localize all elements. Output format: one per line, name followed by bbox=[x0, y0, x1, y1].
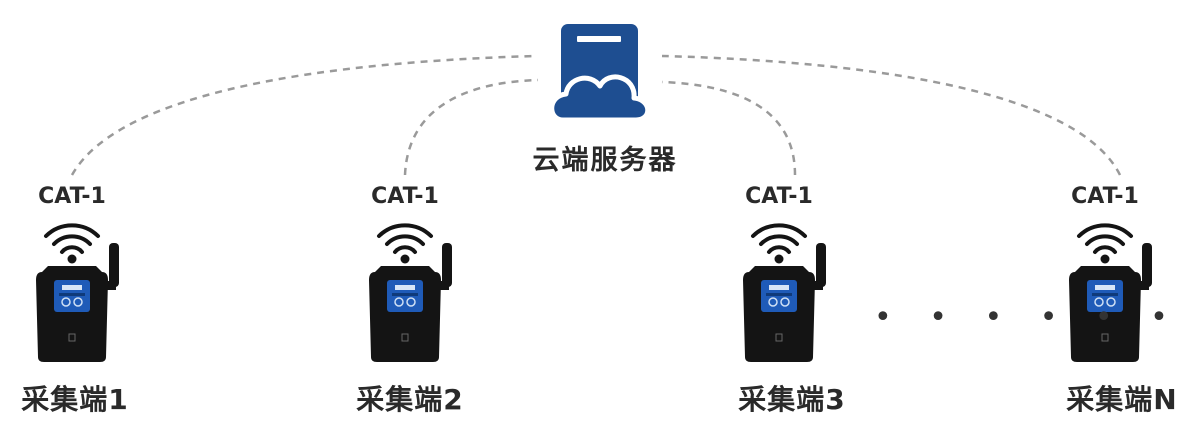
network-label-1: CAT-1 bbox=[38, 184, 106, 209]
network-label-2: CAT-1 bbox=[371, 184, 439, 209]
network-label-4: CAT-1 bbox=[1071, 184, 1139, 209]
more-devices-ellipsis: • • • • • • bbox=[874, 300, 1182, 335]
device-label-2: 采集端2 bbox=[356, 383, 464, 416]
device-label-3: 采集端3 bbox=[738, 383, 846, 416]
device-4 bbox=[1067, 223, 1154, 364]
connector-1 bbox=[70, 54, 536, 176]
connectors bbox=[70, 54, 1122, 176]
device-3 bbox=[741, 223, 828, 364]
network-label-3: CAT-1 bbox=[745, 184, 813, 209]
cloud-server-icon bbox=[549, 24, 651, 123]
connector-4 bbox=[661, 54, 1122, 176]
connector-3 bbox=[661, 80, 797, 176]
device-2 bbox=[367, 223, 454, 364]
connector-2 bbox=[403, 78, 539, 176]
server-label: 云端服务器 bbox=[532, 145, 678, 176]
device-label-4: 采集端N bbox=[1066, 383, 1178, 416]
device-1 bbox=[34, 223, 121, 364]
device-label-1: 采集端1 bbox=[21, 383, 129, 416]
